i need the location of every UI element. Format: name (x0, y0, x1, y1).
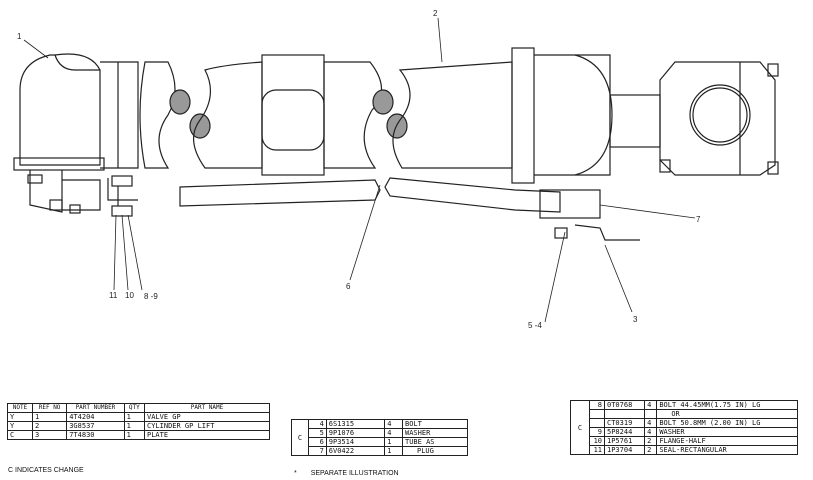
cell-qty: 4 (644, 400, 658, 410)
cell-part (603, 409, 646, 419)
cell-note: C (291, 419, 309, 456)
cell-qty: 1 (384, 446, 403, 456)
table-row: C 3 7T4830 1 PLATE (7, 430, 270, 440)
cell-ref: 11 (589, 445, 605, 455)
cell-part: 0T0768 (603, 400, 646, 410)
cell-part: 9P3514 (325, 437, 386, 447)
cell-ref: 4 (308, 419, 327, 429)
cell-ref: 5 (308, 428, 327, 438)
table-row: C 4 6S1315 4 BOLT (291, 419, 468, 456)
cell-qty: 4 (384, 428, 403, 438)
cell-name: SEAL-RECTANGULAR (656, 445, 798, 455)
table-row: 5 9P1076 4 WASHER (292, 428, 468, 438)
cell-qty: 2 (644, 436, 658, 446)
cell-qty: 1 (123, 421, 146, 431)
table-row: C 8 0T0768 4 BOLT 44.45MM(1.75 IN) LG (570, 400, 798, 455)
col-qty: QTY (123, 403, 146, 413)
parts-table-middle: C 4 6S1315 4 BOLT 5 9P1076 4 WASHER 6 9P… (291, 419, 468, 456)
cell-name: OR (656, 409, 798, 419)
cell-ref (589, 409, 605, 419)
cell-part: 1P5761 (603, 436, 646, 446)
cell-ref: 1 (31, 412, 68, 422)
cylinder-group-drawing (139, 47, 779, 184)
cell-ref (589, 418, 605, 428)
cell-name: BOLT 44.45MM(1.75 IN) LG (656, 400, 798, 410)
callout-11: 11 (109, 291, 118, 300)
table-row: OR (571, 409, 798, 419)
cell-part: CT0319 (603, 418, 646, 428)
footnote-mark: * (294, 470, 297, 477)
table-header-row: NOTE REF NO PART NUMBER QTY PART NAME (7, 403, 270, 413)
cell-note: Y (7, 412, 33, 422)
table-row: Y 2 3G8537 1 CYLINDER GP LIFT (7, 421, 270, 431)
cell-name: BOLT (402, 419, 468, 429)
cell-ref: 2 (31, 421, 68, 431)
callout-10: 10 (125, 291, 134, 300)
separate-illustration-footnote: * SEPARATE ILLUSTRATION (294, 470, 399, 477)
cell-note: C (570, 400, 590, 455)
cell-name: WASHER (656, 427, 798, 437)
cell-qty: 4 (644, 427, 658, 437)
cell-part: 7T4830 (66, 430, 125, 440)
cell-part: 6V0422 (325, 446, 386, 456)
cell-ref: 9 (589, 427, 605, 437)
cell-ref: 7 (308, 446, 327, 456)
cell-ref: 3 (31, 430, 68, 440)
col-ref: REF NO (31, 403, 68, 413)
table-row: 9 5P8244 4 WASHER (571, 427, 798, 437)
table-row: 7 6V0422 1 PLUG (292, 446, 468, 456)
cell-name: PLUG (402, 446, 468, 456)
cell-qty: 4 (644, 418, 658, 428)
cell-part: 4T4204 (66, 412, 125, 422)
table-row: 10 1P5761 2 FLANGE-HALF (571, 436, 798, 446)
cell-name: WASHER (402, 428, 468, 438)
cell-part: 6S1315 (325, 419, 386, 429)
callout-5-4: 5 -4 (528, 321, 542, 330)
table-row: CT0319 4 BOLT 50.8MM (2.00 IN) LG (571, 418, 798, 428)
callout-7: 7 (696, 215, 701, 224)
col-part-name: PART NAME (144, 403, 270, 413)
cell-qty: 1 (384, 437, 403, 447)
callout-2: 2 (433, 9, 438, 18)
cell-note: Y (7, 421, 33, 431)
leader-lines (23, 17, 696, 323)
hydraulic-cylinder-drawing (13, 17, 779, 323)
col-note: NOTE (7, 403, 33, 413)
cell-name: BOLT 50.8MM (2.00 IN) LG (656, 418, 798, 428)
cell-part: 9P1076 (325, 428, 386, 438)
callout-6: 6 (346, 282, 351, 291)
callout-1: 1 (17, 32, 22, 41)
callout-8-9: 8 -9 (144, 292, 158, 301)
tube-assembly-drawing (107, 175, 640, 241)
cell-part: 3G8537 (66, 421, 125, 431)
cell-part: 1P3704 (603, 445, 646, 455)
cell-name: TUBE AS (402, 437, 468, 447)
cell-name: FLANGE-HALF (656, 436, 798, 446)
cell-note: C (7, 430, 33, 440)
cell-ref: 6 (308, 437, 327, 447)
cell-qty: 2 (644, 445, 658, 455)
change-footnote: C INDICATES CHANGE (8, 467, 84, 474)
cell-name: CYLINDER GP LIFT (144, 421, 270, 431)
parts-table-right: C 8 0T0768 4 BOLT 44.45MM(1.75 IN) LG OR… (570, 400, 798, 455)
cell-qty: 1 (123, 430, 146, 440)
valve-group-drawing (13, 53, 139, 214)
col-part-number: PART NUMBER (66, 403, 125, 413)
callout-3: 3 (633, 315, 638, 324)
cell-part: 5P8244 (603, 427, 646, 437)
cell-qty: 4 (384, 419, 403, 429)
parts-table-left: NOTE REF NO PART NUMBER QTY PART NAME Y … (7, 403, 270, 440)
table-row: 11 1P3704 2 SEAL-RECTANGULAR (571, 445, 798, 455)
cell-name: VALVE GP (144, 412, 270, 422)
cell-qty (644, 409, 658, 419)
cell-name: PLATE (144, 430, 270, 440)
table-row: Y 1 4T4204 1 VALVE GP (7, 412, 270, 422)
cell-ref: 10 (589, 436, 605, 446)
cell-ref: 8 (589, 400, 605, 410)
footnote-text: SEPARATE ILLUSTRATION (310, 470, 399, 477)
table-row: 6 9P3514 1 TUBE AS (292, 437, 468, 447)
cell-qty: 1 (123, 412, 146, 422)
